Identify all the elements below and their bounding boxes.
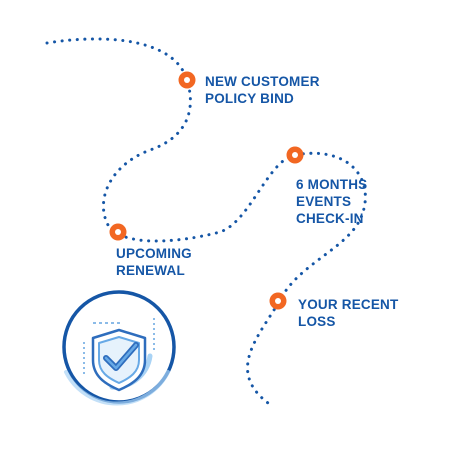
milestone-label-line: NEW CUSTOMER bbox=[205, 74, 320, 89]
milestone-label-line: EVENTS bbox=[296, 194, 352, 209]
milestone-label-line: 6 MONTHS bbox=[296, 177, 368, 192]
milestone-dot-icon bbox=[178, 71, 196, 89]
milestone-label-line: RENEWAL bbox=[116, 263, 185, 278]
milestone-label-line: CHECK-IN bbox=[296, 211, 364, 226]
milestone-label-line: YOUR RECENT bbox=[298, 297, 399, 312]
milestone-dot-icon bbox=[109, 223, 127, 241]
milestone-dot-icon bbox=[286, 146, 304, 164]
milestone-label-line: POLICY BIND bbox=[205, 91, 294, 106]
shield-check-icon bbox=[62, 290, 176, 406]
milestone-label-line: LOSS bbox=[298, 314, 336, 329]
milestone-label-policy-bind: NEW CUSTOMER POLICY BIND bbox=[205, 73, 320, 107]
milestone-label-recent-loss: YOUR RECENT LOSS bbox=[298, 296, 398, 330]
milestone-label-line: UPCOMING bbox=[116, 246, 192, 261]
milestone-label-renewal: UPCOMING RENEWAL bbox=[116, 245, 192, 279]
milestone-dot-icon bbox=[269, 292, 287, 310]
milestone-label-check-in: 6 MONTHS EVENTS CHECK-IN bbox=[296, 176, 367, 227]
